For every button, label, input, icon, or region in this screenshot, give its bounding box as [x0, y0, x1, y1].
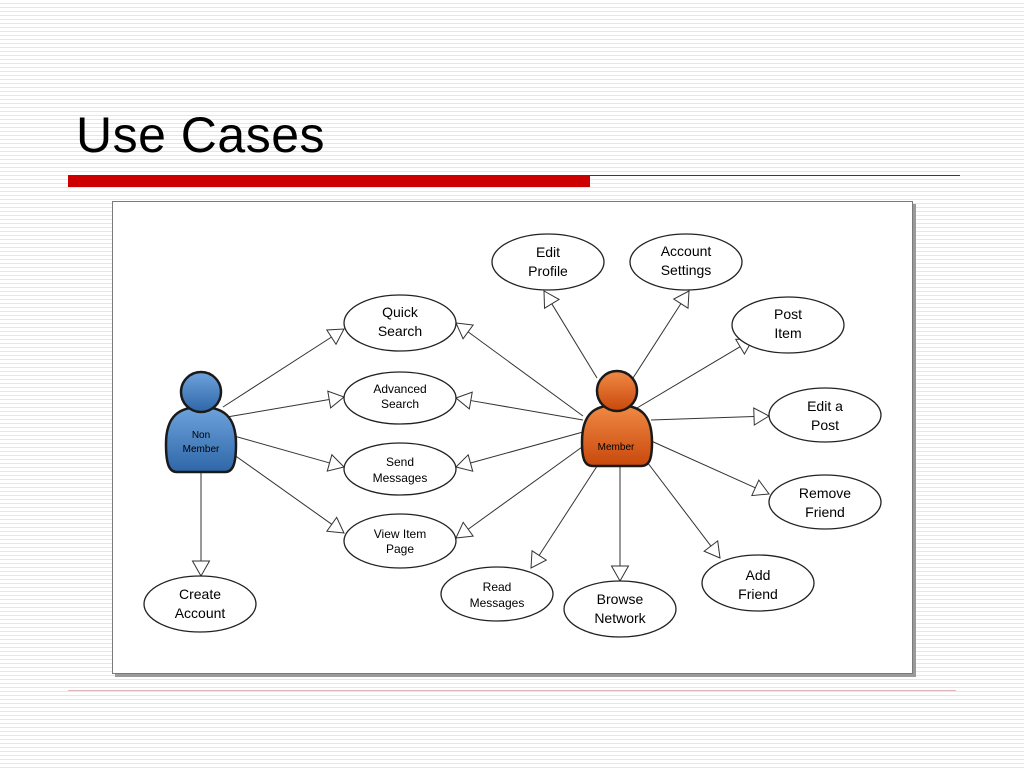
use-case-add-friend: Add Friend — [701, 554, 815, 612]
use-case-edit-profile: Edit Profile — [491, 233, 605, 291]
use-case-label: Post — [774, 306, 802, 322]
arrowhead-icon — [610, 565, 630, 583]
association-line — [222, 336, 332, 408]
association-line — [222, 446, 333, 525]
association-line — [538, 459, 602, 556]
association-line — [226, 433, 330, 464]
use-case-label: Remove — [799, 485, 851, 501]
association-line — [467, 441, 590, 530]
member-label: Member — [598, 442, 635, 453]
use-case-label: Item — [774, 325, 801, 341]
use-case-label: Read — [483, 580, 512, 594]
use-case-label: Quick — [382, 304, 419, 320]
use-case-create-account: Create Account — [143, 575, 257, 633]
association-line — [636, 346, 741, 409]
non-member-head-icon — [179, 370, 223, 414]
association-line — [226, 399, 330, 418]
use-case-advanced-search: Advanced Search — [343, 371, 457, 425]
use-case-label: Edit — [536, 244, 560, 260]
use-case-label: Settings — [661, 262, 712, 278]
use-case-post-item: Post Item — [731, 296, 845, 354]
footer-divider — [68, 690, 956, 691]
arrowhead-icon — [191, 560, 211, 578]
use-case-label: Search — [378, 323, 422, 339]
association-line — [467, 331, 584, 417]
use-case-remove-friend: Remove Friend — [768, 474, 882, 530]
use-case-label: Friend — [805, 504, 845, 520]
association-line — [470, 431, 584, 464]
use-case-label: Messages — [373, 471, 428, 485]
actor-member: Member — [580, 369, 654, 468]
member-body-icon — [580, 403, 654, 468]
use-case-label: View Item — [374, 527, 426, 541]
use-case-read-messages: Read Messages — [440, 566, 554, 622]
use-case-label: Friend — [738, 586, 778, 602]
use-case-browse-network: Browse Network — [563, 580, 677, 638]
arrowhead-icon — [455, 521, 475, 539]
non-member-label-line2: Member — [183, 444, 220, 455]
use-case-label: Advanced — [373, 382, 426, 396]
association-line — [648, 439, 756, 489]
use-case-label: Page — [386, 542, 414, 556]
non-member-body-icon — [164, 405, 238, 474]
use-case-label: Account — [661, 243, 712, 259]
use-case-label: Search — [381, 397, 419, 411]
member-head-icon — [595, 369, 639, 413]
slide-title: Use Cases — [76, 107, 326, 163]
arrowhead-icon — [455, 453, 474, 472]
arrowhead-icon — [753, 407, 771, 426]
title-underline-thin — [590, 175, 960, 176]
association-line — [632, 303, 682, 379]
arrowhead-icon — [455, 322, 475, 340]
association-line — [640, 453, 712, 547]
use-case-view-item-page: View Item Page — [343, 513, 457, 569]
use-case-quick-search: Quick Search — [343, 294, 457, 352]
actor-non-member: Non Member — [164, 370, 238, 474]
arrowhead-icon — [325, 516, 345, 534]
diagram-canvas: Non Member Member Quick Search Advanced … — [143, 233, 882, 638]
use-case-label: Edit a — [807, 398, 843, 414]
title-underline-thick — [68, 175, 590, 187]
association-lines — [191, 290, 771, 583]
arrowhead-icon — [455, 391, 473, 410]
use-case-label: Add — [746, 567, 771, 583]
association-line — [650, 416, 755, 421]
use-case-diagram: Non Member Member Quick Search Advanced … — [112, 201, 913, 674]
arrowhead-icon — [326, 453, 345, 472]
use-case-send-messages: Send Messages — [343, 442, 457, 496]
association-line — [470, 400, 584, 421]
use-case-label: Account — [175, 605, 226, 621]
non-member-label-line1: Non — [192, 430, 210, 441]
use-case-label: Messages — [470, 596, 525, 610]
use-case-label: Profile — [528, 263, 568, 279]
arrowhead-icon — [672, 290, 690, 310]
arrowhead-icon — [327, 390, 345, 409]
use-case-label: Create — [179, 586, 221, 602]
arrowhead-icon — [325, 328, 345, 346]
use-case-label: Browse — [597, 591, 644, 607]
association-line — [551, 303, 598, 379]
use-case-label: Send — [386, 455, 414, 469]
arrowhead-icon — [543, 290, 561, 310]
use-case-account-settings: Account Settings — [629, 233, 743, 291]
arrowhead-icon — [751, 479, 770, 497]
use-case-label: Network — [594, 610, 646, 626]
arrowhead-icon — [530, 549, 548, 569]
arrowhead-icon — [703, 539, 721, 559]
use-case-edit-a-post: Edit a Post — [768, 387, 882, 443]
use-case-label: Post — [811, 417, 839, 433]
